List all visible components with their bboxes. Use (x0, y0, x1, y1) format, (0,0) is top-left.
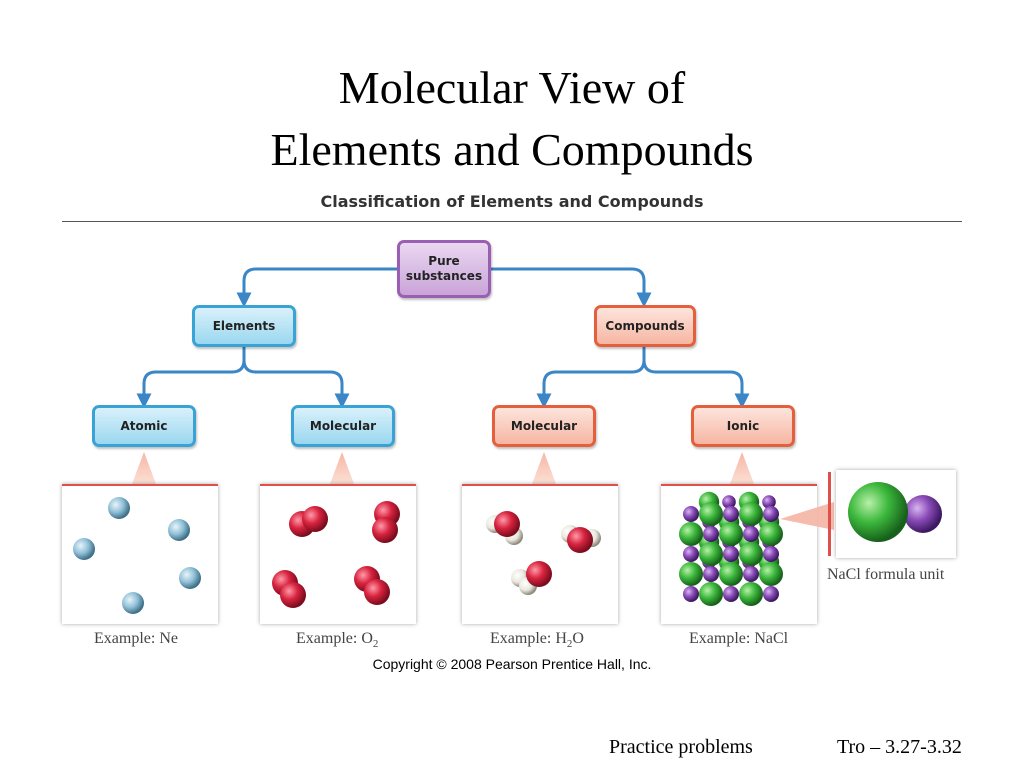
sodium-ion (762, 495, 776, 509)
sodium-ion (683, 506, 699, 522)
chloride-ion (679, 522, 703, 546)
node-pure-substances-line-1: Pure (428, 254, 460, 268)
compounds-connectors (536, 346, 750, 409)
nacl-formula-unit (848, 482, 942, 542)
panel-water (462, 484, 618, 624)
water-molecules (486, 511, 601, 595)
caption-h2o-suffix: O (572, 630, 584, 647)
caption-o2: Example: O2 (296, 630, 378, 650)
sodium-ion (723, 546, 739, 562)
node-molecular-compound: Molecular (492, 405, 596, 447)
chloride-ion (719, 562, 743, 586)
node-pure-substances-line-2: substances (405, 269, 483, 283)
caption-h2o: Example: H2O (490, 630, 584, 650)
sodium-ion (703, 566, 719, 582)
sodium-ion (763, 586, 779, 602)
chloride-ion (739, 582, 763, 606)
elements-connectors (136, 346, 350, 409)
oxygen-molecules (272, 501, 400, 608)
caption-o2-text: Example: O (296, 630, 373, 647)
footer-practice: Practice problems (609, 736, 753, 758)
caption-ne: Example: Ne (94, 630, 178, 647)
panel-formula-unit (836, 470, 956, 558)
chloride-ion (719, 522, 743, 546)
sodium-ion (743, 526, 759, 542)
node-compounds: Compounds (594, 305, 696, 347)
panel-oxygen (260, 484, 416, 624)
node-pure-substances: Pure substances (397, 240, 491, 298)
pointer-molecular-element (330, 452, 354, 484)
sodium-ion (743, 566, 759, 582)
slide-title-line-1: Molecular View of (338, 62, 686, 113)
sodium-ion (703, 526, 719, 542)
zoom-wedge (780, 502, 834, 530)
caption-h2o-text: Example: H (490, 630, 567, 647)
chloride-ion (699, 542, 723, 566)
chloride-ion (739, 542, 763, 566)
sodium-ion (763, 506, 779, 522)
inset-marker (828, 472, 831, 556)
node-ionic: Ionic (691, 405, 795, 447)
root-connectors (236, 267, 652, 308)
node-molecular-element: Molecular (291, 405, 395, 447)
caption-formula-unit: NaCl formula unit (827, 566, 945, 583)
sodium-ion (723, 586, 739, 602)
panel-nacl (661, 484, 817, 624)
copyright-notice: Copyright © 2008 Pearson Prentice Hall, … (372, 656, 652, 672)
neon-atoms (73, 497, 201, 614)
sodium-ion (683, 586, 699, 602)
sodium-ion (763, 546, 779, 562)
chloride-ion (699, 502, 723, 526)
chloride-ion (739, 502, 763, 526)
caption-o2-subscript: 2 (372, 638, 379, 651)
caption-nacl: Example: NaCl (689, 630, 789, 647)
sodium-ion (683, 546, 699, 562)
chloride-ion (699, 582, 723, 606)
sodium-ion (722, 495, 736, 509)
chloride-ion (759, 562, 783, 586)
chloride-ion (679, 562, 703, 586)
pointer-ionic (730, 452, 754, 484)
node-elements: Elements (192, 305, 296, 347)
pointer-atomic (132, 452, 156, 484)
footer-reference: Tro – 3.27-3.32 (837, 736, 962, 758)
pointer-molecular-compound (532, 452, 556, 484)
panel-neon (62, 484, 218, 624)
sodium-ion (723, 506, 739, 522)
slide-title-line-2: Elements and Compounds (270, 124, 754, 175)
node-atomic: Atomic (92, 405, 196, 447)
caption-h2o-subscript: 2 (566, 638, 573, 651)
nacl-lattice (679, 491, 783, 606)
chloride-ion (759, 522, 783, 546)
figure-heading: Classification of Elements and Compounds (320, 192, 704, 211)
heading-rule (62, 221, 962, 222)
